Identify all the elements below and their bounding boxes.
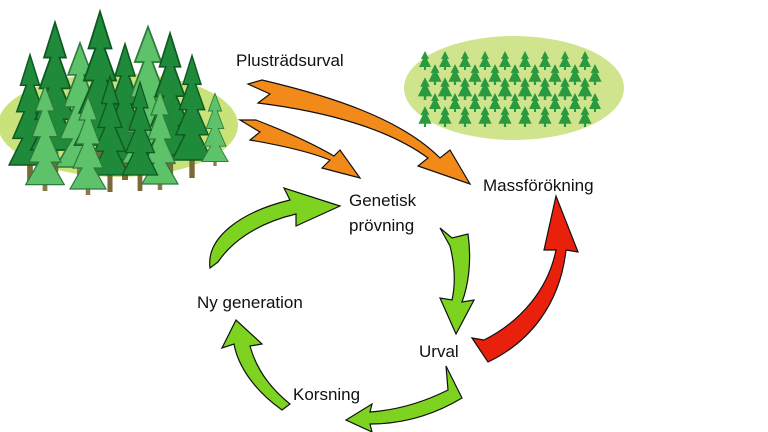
label-new-generation: Ny generation: [197, 293, 303, 312]
label-plus-tree-selection: Plusträdsurval: [236, 51, 344, 70]
arrow-selection-to-mass-propagation: [470, 193, 579, 363]
arrow-selection-to-crossing: [344, 365, 463, 432]
arrow-testing-to-selection: [438, 227, 476, 336]
label-selection: Urval: [419, 342, 459, 361]
label-crossing: Korsning: [293, 385, 360, 404]
plus-tree-arrow-upper: [246, 79, 472, 186]
plus-tree-arrow-lower: [237, 119, 362, 180]
label-genetic-testing-line2: prövning: [349, 216, 414, 235]
mature-forest-icon: [0, 10, 238, 196]
label-mass-propagation: Massförökning: [483, 176, 594, 195]
label-genetic-testing-line1: Genetisk: [349, 191, 417, 210]
arrow-new-generation-to-testing: [209, 186, 342, 270]
arrow-crossing-to-new-generation: [220, 319, 291, 411]
seedling-plantation-icon: [404, 36, 624, 140]
